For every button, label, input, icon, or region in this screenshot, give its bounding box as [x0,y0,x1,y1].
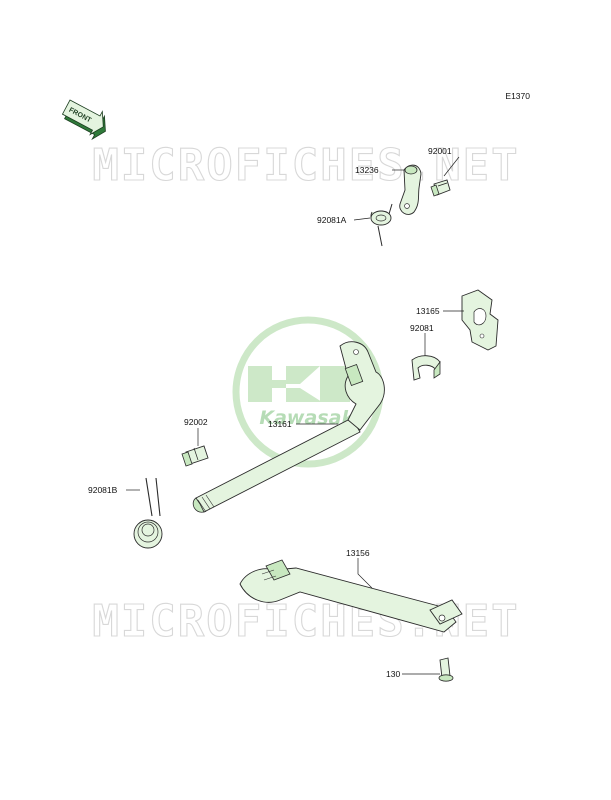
part-92081-clip [411,355,441,381]
front-direction-arrow-icon: FRONT [61,99,106,141]
watermark-top: MICROFICHES.NET [92,140,519,191]
label-92002: 92002 [184,417,208,427]
diagram-code: E1370 [505,91,530,101]
label-13156: 13156 [346,548,370,558]
part-130-bolt [438,657,454,682]
part-labels: 92001 13236 92081A 13165 92081 92002 131… [88,146,452,679]
part-92081b-spring [133,477,163,549]
part-92081a-spring [370,203,393,247]
part-13161-shift-shaft [192,341,385,513]
kawasaki-logo-text: Kawasaki [259,407,361,429]
label-92081: 92081 [410,323,434,333]
label-13165: 13165 [416,306,440,316]
label-13236: 13236 [355,165,379,175]
label-92001: 92001 [428,146,452,156]
leader-lines [126,156,464,675]
part-13156-shift-pedal [239,559,463,633]
label-13161: 13161 [268,419,292,429]
label-92081a: 92081A [317,215,347,225]
label-130: 130 [386,669,400,679]
part-92001-bolt [430,179,451,197]
label-92081b: 92081B [88,485,118,495]
part-13236-lever-plate [399,164,422,215]
part-13165-guide-plate [461,289,499,351]
part-92002-stud [181,445,209,467]
